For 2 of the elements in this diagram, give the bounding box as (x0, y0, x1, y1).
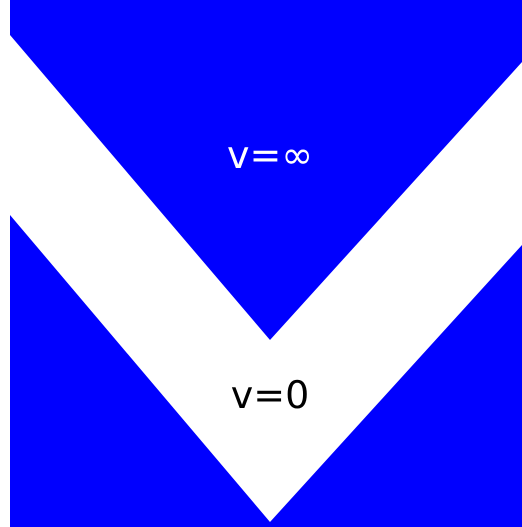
region-label: v=∞ (227, 136, 313, 174)
region-label: v=0 (230, 376, 310, 414)
